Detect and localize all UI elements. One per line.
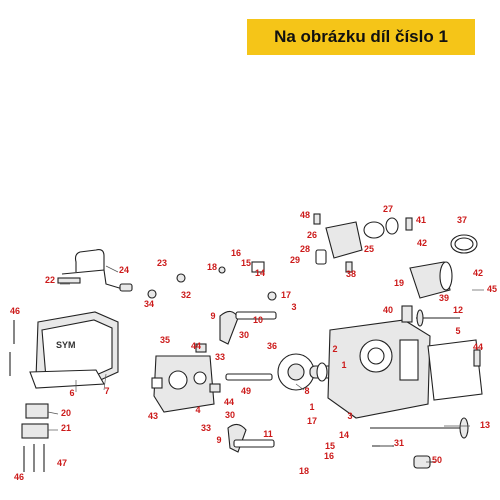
callout-number-47: 47: [57, 458, 67, 468]
fasteners: [147, 213, 481, 393]
callout-number-36: 36: [267, 341, 277, 351]
callout-number-44: 44: [224, 397, 234, 407]
callout-number-32: 32: [181, 290, 191, 300]
callout-number-5: 5: [455, 326, 460, 336]
cylinder-gasket: [427, 339, 483, 401]
callout-number-38: 38: [346, 269, 356, 279]
callout-number-18: 18: [299, 466, 309, 476]
callout-number-40: 40: [383, 305, 393, 315]
callout-number-41: 41: [416, 215, 426, 225]
head-bolt: [9, 320, 49, 472]
callout-number-9: 9: [216, 435, 221, 445]
callout-number-9: 9: [210, 311, 215, 321]
callout-number-25: 25: [364, 244, 374, 254]
callout-number-43: 43: [148, 411, 158, 421]
callout-number-23: 23: [157, 258, 167, 268]
callout-number-31: 31: [394, 438, 404, 448]
callout-number-8: 8: [304, 386, 309, 396]
callout-number-13: 13: [480, 420, 490, 430]
callout-number-35: 35: [160, 335, 170, 345]
callout-number-39: 39: [439, 293, 449, 303]
callout-number-1: 1: [341, 360, 346, 370]
callout-number-22: 22: [45, 275, 55, 285]
callout-number-24: 24: [119, 265, 129, 275]
callout-number-50: 50: [432, 455, 442, 465]
callout-number-11: 11: [263, 429, 273, 439]
callout-number-30: 30: [225, 410, 235, 420]
callout-number-19: 19: [394, 278, 404, 288]
callout-number-46: 46: [10, 306, 20, 316]
hose-clamp: [450, 234, 478, 254]
callout-number-29: 29: [290, 255, 300, 265]
callout-number-2: 2: [332, 344, 337, 354]
rocker-arm: [219, 310, 247, 453]
callout-number-4: 4: [195, 405, 200, 415]
callout-number-17: 17: [307, 416, 317, 426]
callout-number-3: 3: [347, 411, 352, 421]
callout-number-44: 44: [191, 341, 201, 351]
cylinder-head: [327, 319, 431, 419]
callout-number-42: 42: [417, 238, 427, 248]
callout-number-42: 42: [473, 268, 483, 278]
part-number-banner: Na obrázku díl číslo 1: [247, 19, 475, 55]
callout-number-33: 33: [201, 423, 211, 433]
callout-number-10: 10: [253, 315, 263, 325]
callout-number-15: 15: [241, 258, 251, 268]
callout-number-14: 14: [339, 430, 349, 440]
callout-number-28: 28: [300, 244, 310, 254]
callout-number-27: 27: [383, 204, 393, 214]
callout-number-46: 46: [14, 472, 24, 482]
callout-number-45: 45: [487, 284, 497, 294]
callout-number-12: 12: [453, 305, 463, 315]
callout-number-14: 14: [255, 268, 265, 278]
thermostat-housing: [315, 217, 399, 265]
cylinder-head-cover: SYM: [29, 311, 119, 389]
cam-sprocket: [277, 353, 315, 391]
callout-number-16: 16: [231, 248, 241, 258]
rocker-arm-holder: [151, 355, 215, 413]
callout-number-30: 30: [239, 330, 249, 340]
rocker-shaft: [225, 261, 277, 448]
callout-number-20: 20: [61, 408, 71, 418]
callout-number-1: 1: [309, 402, 314, 412]
callout-number-17: 17: [281, 290, 291, 300]
breather-pipe: [57, 249, 133, 292]
callout-number-48: 48: [300, 210, 310, 220]
callout-number-21: 21: [61, 423, 71, 433]
callout-number-18: 18: [207, 262, 217, 272]
banner-text: Na obrázku díl číslo 1: [274, 27, 448, 46]
callout-number-7: 7: [104, 386, 109, 396]
callout-number-16: 16: [324, 451, 334, 461]
callout-number-33: 33: [215, 352, 225, 362]
callout-number-15: 15: [325, 441, 335, 451]
leader-lines: [47, 265, 484, 463]
callout-number-49: 49: [241, 386, 251, 396]
callout-number-44: 44: [473, 342, 483, 352]
callout-number-3: 3: [291, 302, 296, 312]
svg-text:SYM: SYM: [56, 340, 76, 350]
callout-number-6: 6: [69, 388, 74, 398]
intake-manifold: [409, 261, 453, 299]
callout-number-37: 37: [457, 215, 467, 225]
callout-number-26: 26: [307, 230, 317, 240]
callout-number-34: 34: [144, 299, 154, 309]
